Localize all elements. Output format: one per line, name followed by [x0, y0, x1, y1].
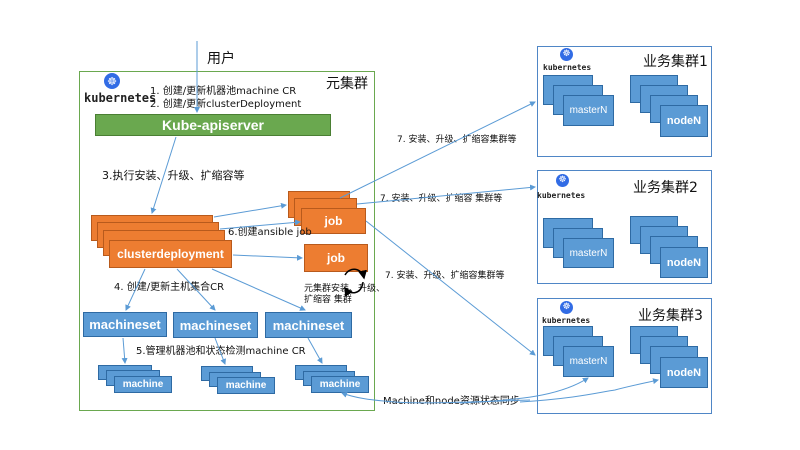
edge-label-install-cluster3: 7. 安装、升级、扩缩容集群等: [385, 271, 505, 281]
step3-label: 3.执行安装、升级、扩缩容等: [102, 169, 245, 182]
job-loop-label-line2: 扩缩容 集群: [304, 295, 352, 305]
kubernetes-logo-icon: ☸: [104, 73, 120, 89]
step4-label: 4. 创建/更新主机集合CR: [114, 282, 225, 293]
edge-label-install-cluster1: 7. 安装、升级、扩缩容集群等: [397, 135, 517, 145]
business-cluster-1-frame: [537, 46, 712, 157]
machine-node[interactable]: machine: [114, 376, 172, 393]
kubernetes-logo-icon: ☸: [560, 301, 573, 314]
edge-label-install-cluster2: 7. 安装、升级、扩缩容 集群等: [380, 194, 503, 204]
business-cluster-1-title: 业务集群1: [643, 54, 708, 70]
step2-label: 2. 创建/更新clusterDeployment: [150, 99, 302, 110]
kubernetes-wordmark: kubernetes: [542, 316, 591, 325]
kube-apiserver-bar[interactable]: Kube-apiserver: [95, 114, 331, 136]
step1-label: 1. 创建/更新机器池machine CR: [150, 86, 297, 97]
master-node[interactable]: masterN: [563, 238, 614, 268]
arrow-job-to-cluster3: [365, 220, 536, 356]
kubernetes-wordmark: kubernetes: [84, 91, 157, 105]
machine-node[interactable]: machine: [311, 376, 369, 393]
machineset-node[interactable]: machineset: [265, 312, 352, 338]
step6-label: 6.创建ansible job: [228, 227, 312, 238]
user-label: 用户: [207, 51, 235, 67]
worker-node[interactable]: nodeN: [660, 357, 708, 388]
step5-label: 5.管理机器池和状态检测machine CR: [136, 346, 306, 357]
job-node-stacked[interactable]: job: [301, 208, 366, 234]
kubernetes-wordmark: kubernetes: [537, 191, 586, 200]
job-node-meta[interactable]: job: [304, 244, 368, 272]
master-node[interactable]: masterN: [563, 346, 614, 377]
business-cluster-2-frame: [537, 170, 712, 284]
worker-node[interactable]: nodeN: [660, 247, 708, 278]
master-node[interactable]: masterN: [563, 95, 614, 126]
machineset-node[interactable]: machineset: [173, 312, 258, 338]
clusterdeployment-node[interactable]: clusterdeployment: [109, 240, 232, 268]
job-loop-label-line1: 元集群安装、升级、: [304, 284, 386, 294]
machine-node[interactable]: machine: [217, 377, 275, 394]
machineset-node[interactable]: machineset: [83, 312, 167, 337]
kubernetes-logo-icon: ☸: [556, 174, 569, 187]
meta-cluster-title: 元集群: [326, 76, 368, 92]
edge-label-sync: Machine和node资源状态同步: [383, 396, 520, 408]
business-cluster-3-title: 业务集群3: [638, 308, 703, 324]
worker-node[interactable]: nodeN: [660, 105, 708, 137]
kubernetes-logo-icon: ☸: [560, 48, 573, 61]
kubernetes-wordmark: kubernetes: [543, 63, 592, 72]
business-cluster-2-title: 业务集群2: [633, 180, 698, 196]
business-cluster-3-frame: [537, 298, 712, 414]
